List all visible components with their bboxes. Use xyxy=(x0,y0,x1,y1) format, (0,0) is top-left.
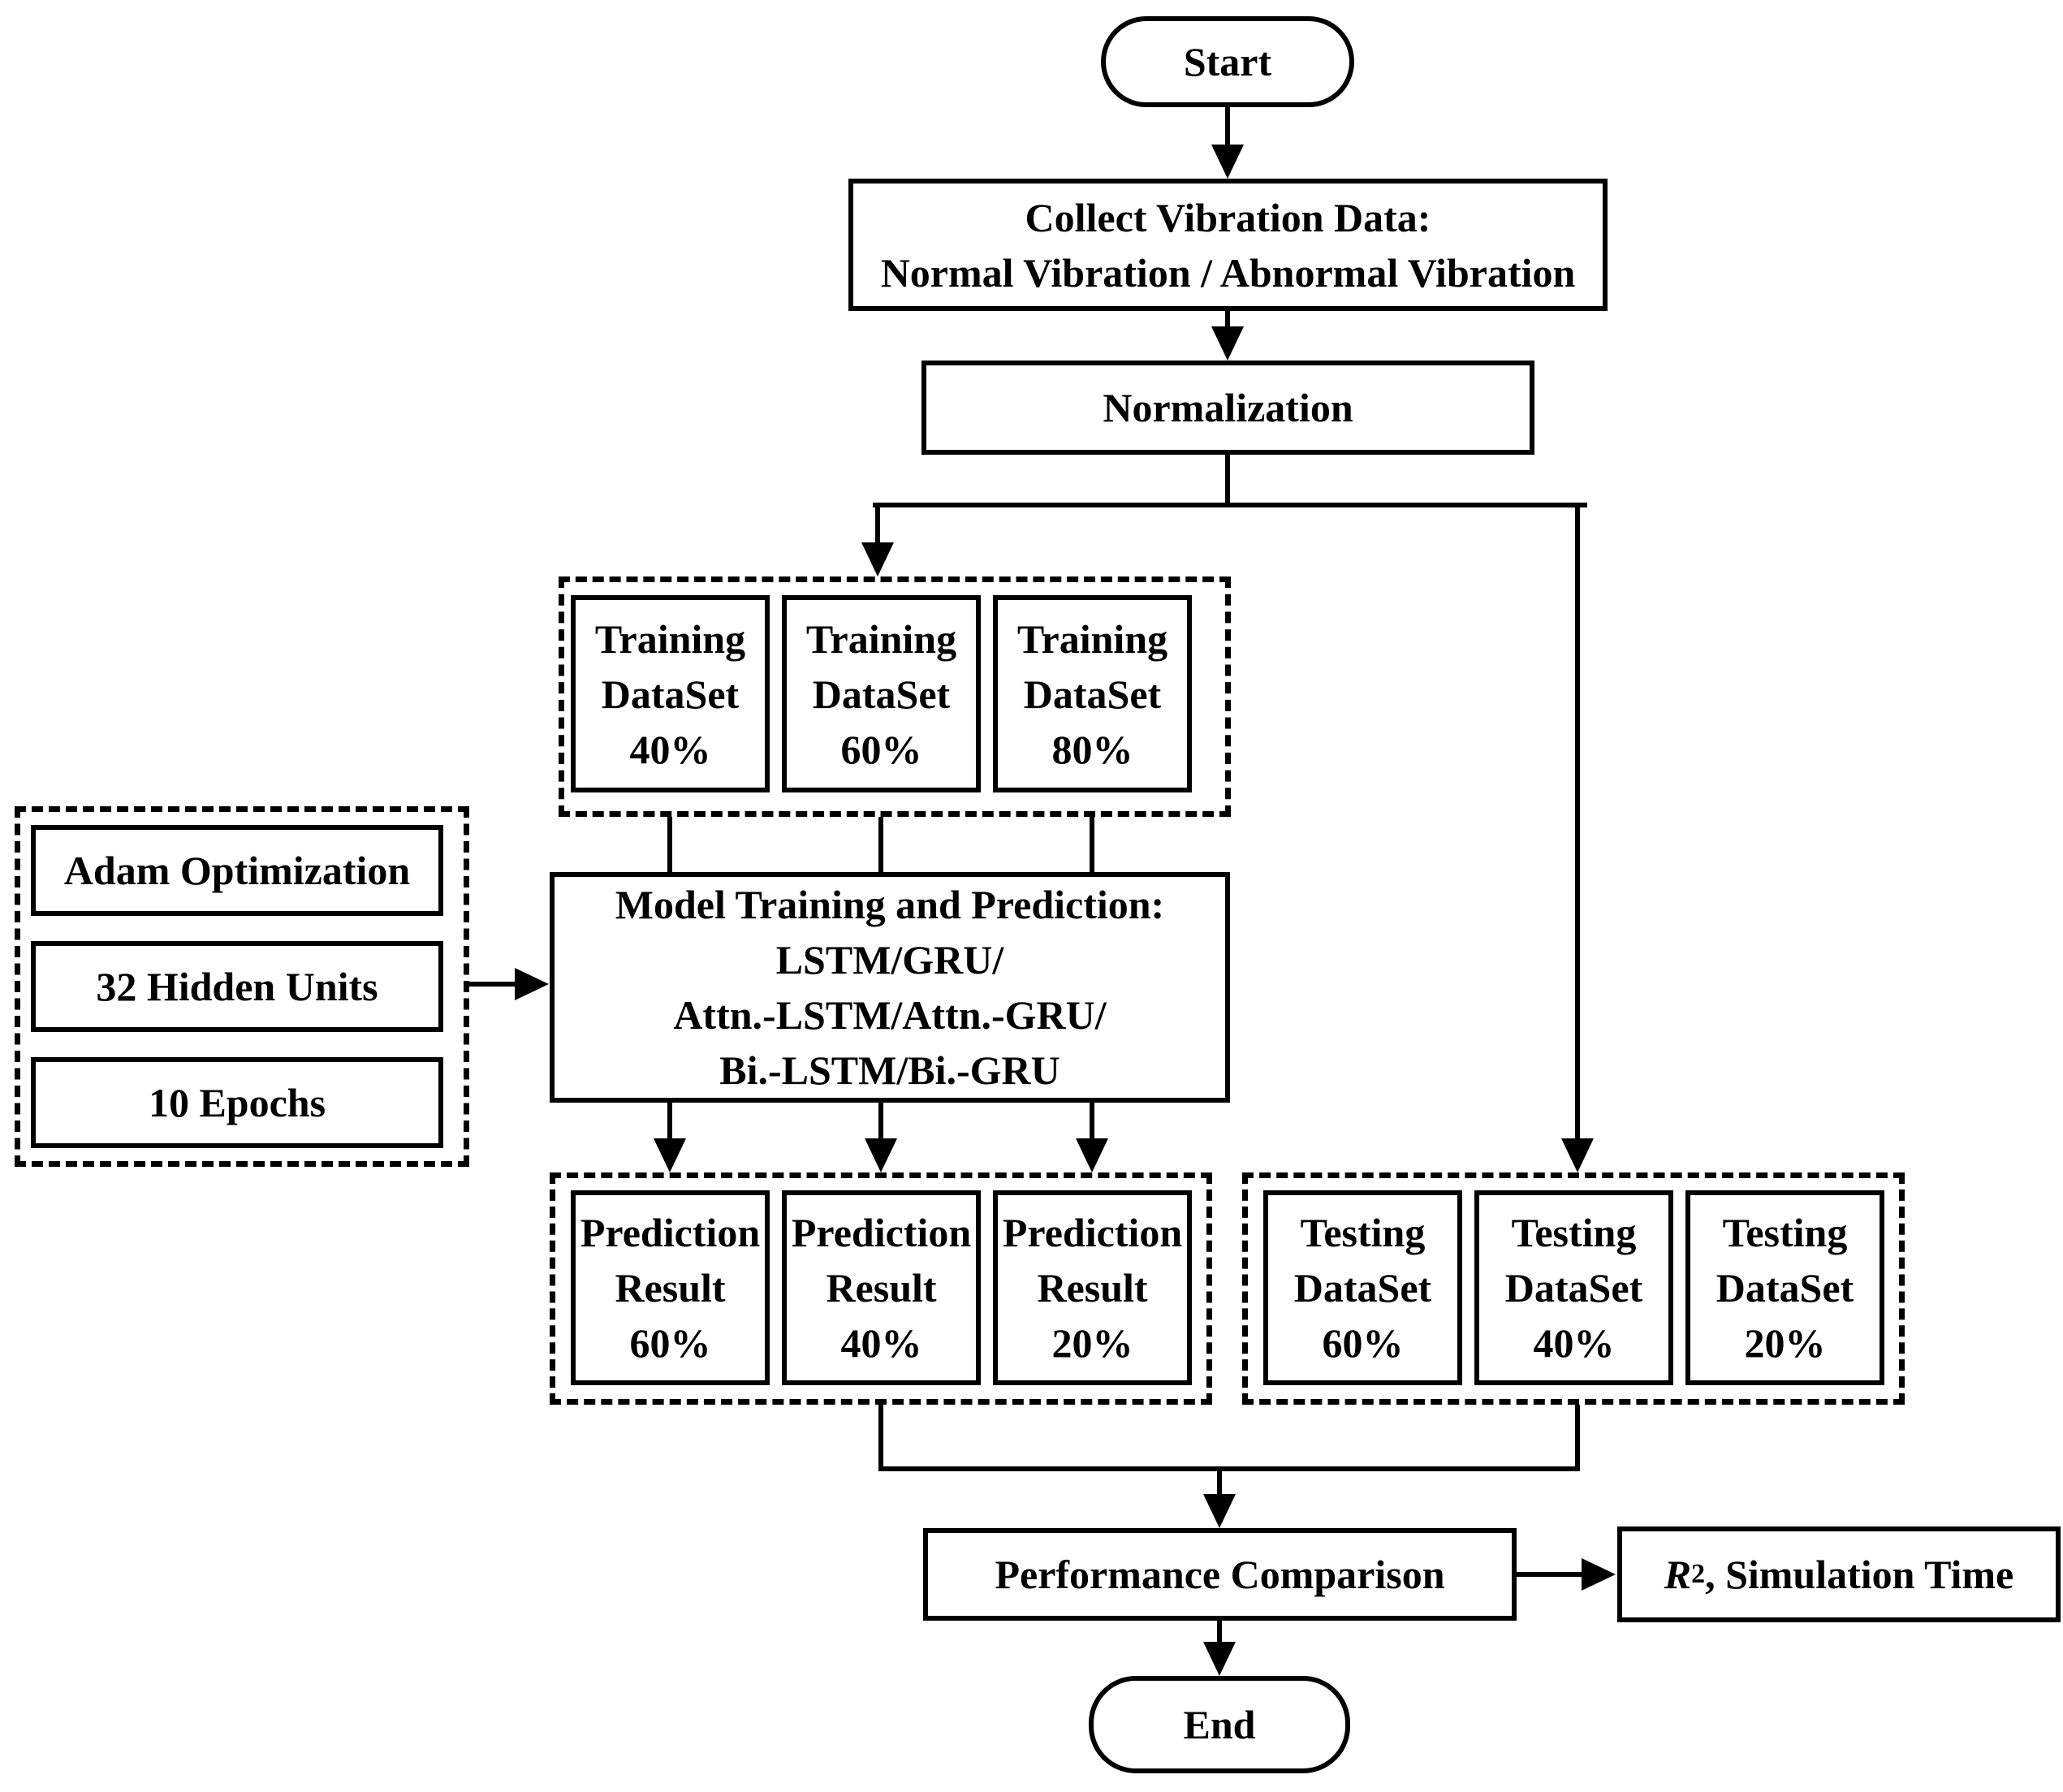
model-training-box: Model Training and Prediction: LSTM/GRU/… xyxy=(550,872,1230,1103)
end-terminator: End xyxy=(1089,1676,1350,1773)
connector-prediction-merge xyxy=(878,1405,883,1471)
testing-dataset-20-box: Testing DataSet 20% xyxy=(1685,1190,1884,1385)
adam-optimization-box: Adam Optimization xyxy=(31,825,443,916)
arrowhead-hyperparams-model xyxy=(515,968,549,1000)
branch-horizontal-line xyxy=(873,503,1587,507)
training-dataset-40-box: Training DataSet 40% xyxy=(571,595,770,792)
arrowhead-performance-end xyxy=(1203,1642,1236,1676)
collect-vibration-data-box: Collect Vibration Data: Normal Vibration… xyxy=(848,179,1608,311)
connector-model-prediction20 xyxy=(1090,1103,1094,1138)
arrowhead-branch-testing xyxy=(1561,1138,1594,1172)
connector-normalization-branch xyxy=(1225,455,1230,507)
arrowhead-model-prediction60 xyxy=(654,1138,686,1172)
performance-comparison-box: Performance Comparison xyxy=(923,1528,1517,1621)
arrowhead-model-prediction20 xyxy=(1076,1138,1108,1172)
prediction-result-40-box: Prediction Result 40% xyxy=(782,1190,981,1385)
normalization-box: Normalization xyxy=(921,361,1534,455)
connector-branch-testing xyxy=(1575,503,1580,1141)
connector-performance-metrics xyxy=(1517,1572,1583,1577)
prediction-result-20-box: Prediction Result 20% xyxy=(993,1190,1192,1385)
connector-training80-model xyxy=(1090,817,1094,872)
connector-merge-performance xyxy=(1217,1466,1222,1494)
connector-training60-model xyxy=(878,817,883,872)
metrics-r-symbol: R xyxy=(1664,1552,1692,1597)
connector-collect-normalization xyxy=(1225,311,1230,327)
arrowhead-model-prediction40 xyxy=(865,1138,897,1172)
connector-model-prediction60 xyxy=(667,1103,672,1138)
arrowhead-start-collect xyxy=(1211,145,1244,179)
merge-horizontal-line xyxy=(878,1466,1580,1471)
epochs-box: 10 Epochs xyxy=(31,1057,443,1148)
connector-branch-training xyxy=(875,503,880,543)
connector-model-prediction40 xyxy=(878,1103,883,1138)
training-dataset-60-box: Training DataSet 60% xyxy=(782,595,981,792)
connector-performance-end xyxy=(1217,1621,1222,1642)
hidden-units-box: 32 Hidden Units xyxy=(31,941,443,1032)
arrowhead-collect-normalization xyxy=(1211,326,1244,361)
connector-hyperparams-model xyxy=(469,982,516,987)
prediction-result-60-box: Prediction Result 60% xyxy=(571,1190,770,1385)
arrowhead-performance-metrics xyxy=(1582,1558,1616,1591)
connector-testing-merge xyxy=(1575,1405,1580,1471)
metrics-rest-label: , Simulation Time xyxy=(1705,1552,2014,1597)
arrowhead-merge-performance xyxy=(1203,1494,1236,1528)
training-dataset-80-box: Training DataSet 80% xyxy=(993,595,1192,792)
testing-dataset-40-box: Testing DataSet 40% xyxy=(1474,1190,1673,1385)
arrowhead-branch-training xyxy=(861,542,894,576)
connector-start-collect xyxy=(1225,106,1230,145)
connector-training40-model xyxy=(667,817,672,872)
start-terminator: Start xyxy=(1101,16,1354,107)
testing-dataset-60-box: Testing DataSet 60% xyxy=(1263,1190,1462,1385)
